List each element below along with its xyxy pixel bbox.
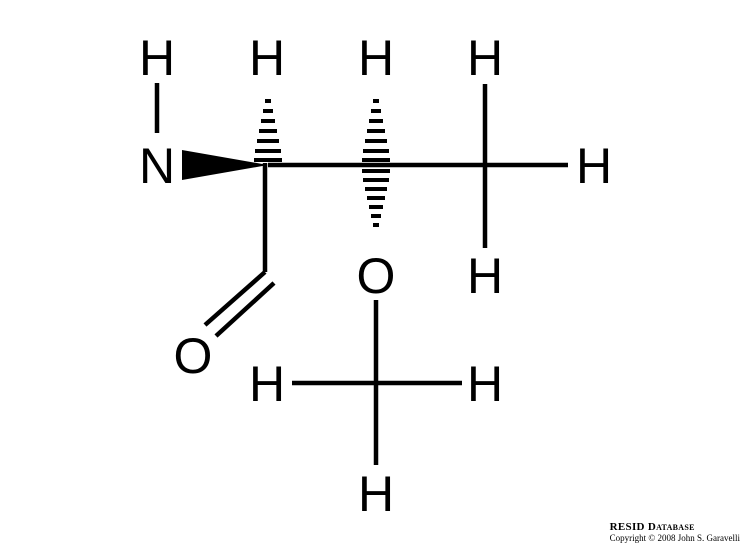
- bond-ca-h-hashed: [254, 99, 282, 162]
- atom-h-methoxy-bottom: H: [358, 466, 394, 522]
- atom-h-methoxy-left: H: [249, 356, 285, 412]
- atom-h-methyl-bottom: H: [467, 248, 503, 304]
- bond-cb-o-hashed: [362, 169, 390, 227]
- atom-h-amine: H: [139, 30, 175, 86]
- atom-h-methyl-right: H: [576, 138, 612, 194]
- bond-carbonyl-o-1: [203, 270, 267, 327]
- bond-carbonyl-o-2: [214, 281, 276, 338]
- credit-title: RESID Database: [609, 521, 695, 533]
- atom-o-ether: O: [357, 248, 396, 304]
- atom-h-cb: H: [358, 30, 394, 86]
- credit-copyright: Copyright © 2008 John S. Garavelli: [609, 532, 740, 543]
- credit-block: RESID Database Copyright © 2008 John S. …: [609, 521, 740, 543]
- bond-n-ca-wedge: [182, 150, 268, 180]
- atom-o-carbonyl: O: [174, 328, 213, 384]
- atom-n: N: [139, 138, 175, 194]
- bond-cb-h-hashed: [362, 99, 390, 162]
- atom-h-ca: H: [249, 30, 285, 86]
- atom-h-methoxy-right: H: [467, 356, 503, 412]
- atom-h-methyl-top: H: [467, 30, 503, 86]
